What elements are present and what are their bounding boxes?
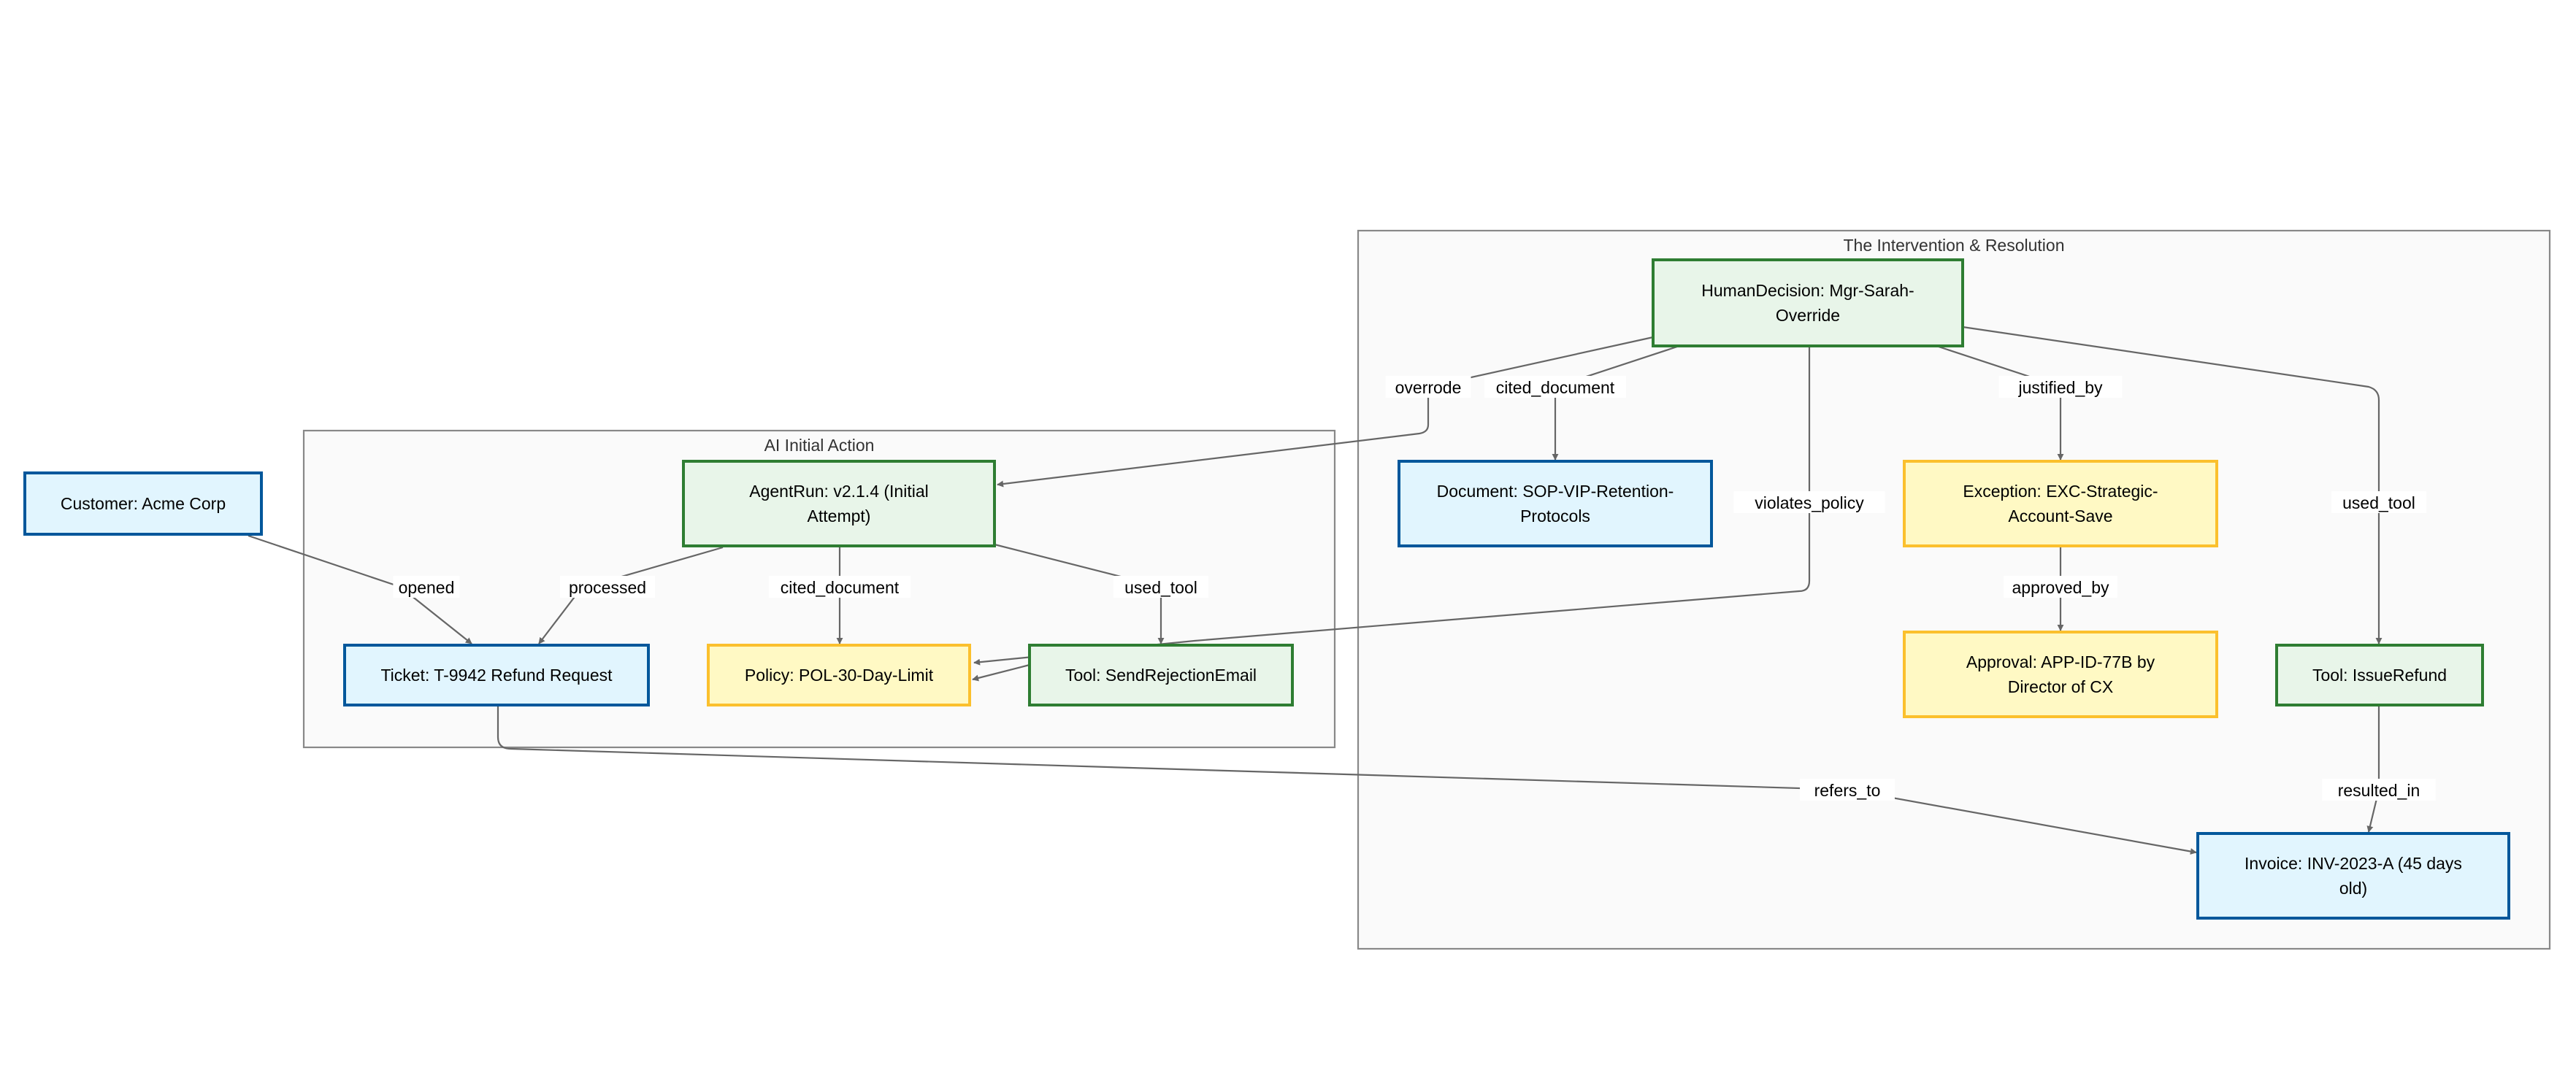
edge-label-background <box>768 576 911 598</box>
node-toolreject[interactable]: Tool: SendRejectionEmail <box>1028 644 1294 706</box>
node-box <box>1398 460 1713 547</box>
cluster-title: The Intervention & Resolution <box>1843 236 2064 255</box>
edge-label-background <box>1113 576 1208 598</box>
edge-label-cited-document: cited_document <box>781 578 900 597</box>
edge-label-background <box>1800 779 1895 801</box>
edge-label-approved-by: approved_by <box>2012 578 2109 597</box>
node-label: Ticket: T-9942 Refund Request <box>380 666 613 685</box>
edge-label-used-tool: used_tool <box>1124 578 1197 597</box>
cluster-title: AI Initial Action <box>764 436 875 455</box>
edge-label-cited-document: cited_document <box>1496 378 1615 397</box>
node-box <box>707 644 971 706</box>
edge-label-background <box>560 576 655 598</box>
node-label: Tool: SendRejectionEmail <box>1065 666 1257 685</box>
edge-label-background <box>1998 376 2123 398</box>
node-invoice[interactable]: Invoice: INV-2023-A (45 days old) <box>2196 832 2510 920</box>
node-box <box>1652 258 1964 347</box>
node-label: Approval: APP-ID-77B by <box>1966 652 2155 671</box>
edge-label-background <box>1385 376 1471 398</box>
edge-label-justified-by: justified_by <box>2017 378 2103 397</box>
edge-label-background <box>1484 376 1627 398</box>
node-toolrefund[interactable]: Tool: IssueRefund <box>2275 644 2484 706</box>
node-label: Director of CX <box>2008 677 2113 696</box>
node-label: Account-Save <box>2008 507 2112 525</box>
cluster-box <box>1357 229 2551 950</box>
node-label: Attempt) <box>808 507 871 525</box>
node-human[interactable]: HumanDecision: Mgr-Sarah- Override <box>1652 258 1964 347</box>
edge-human-to-toolrefund <box>1962 326 2383 644</box>
edge-human-to-agentrun <box>997 336 1654 488</box>
edge-label-processed: processed <box>569 578 646 597</box>
edge-human-to-toolreject <box>973 347 1811 666</box>
node-approval[interactable]: Approval: APP-ID-77B by Director of CX <box>1903 631 2218 718</box>
node-label: AgentRun: v2.1.4 (Initial <box>749 482 928 501</box>
node-box <box>1903 631 2218 718</box>
node-box <box>343 644 650 706</box>
edge-label-background <box>1733 491 1885 513</box>
node-customer[interactable]: Customer: Acme Corp <box>23 471 263 536</box>
node-box <box>23 471 263 536</box>
node-box <box>2275 644 2484 706</box>
node-box <box>1903 460 2218 547</box>
node-label: Protocols <box>1520 507 1590 525</box>
node-label: Invoice: INV-2023-A (45 days <box>2245 854 2462 873</box>
node-document[interactable]: Document: SOP-VIP-Retention- Protocols <box>1398 460 1713 547</box>
edge-ticket-to-invoice <box>497 706 2197 855</box>
node-label: Customer: Acme Corp <box>61 494 226 513</box>
node-policy[interactable]: Policy: POL-30-Day-Limit <box>707 644 971 706</box>
node-ticket[interactable]: Ticket: T-9942 Refund Request <box>343 644 650 706</box>
node-exception[interactable]: Exception: EXC-Strategic- Account-Save <box>1903 460 2218 547</box>
node-label: Override <box>1776 306 1840 325</box>
node-label: Document: SOP-VIP-Retention- <box>1437 482 1674 501</box>
node-label: HumanDecision: Mgr-Sarah- <box>1701 281 1914 300</box>
edge-label-refers-to: refers_to <box>1814 781 1881 800</box>
node-label: Exception: EXC-Strategic- <box>1963 482 2158 501</box>
edge-label-overrode: overrode <box>1395 378 1462 397</box>
node-label: Policy: POL-30-Day-Limit <box>745 666 934 685</box>
edge-label-violates-policy: violates_policy <box>1755 493 1864 512</box>
edge-label-resulted-in: resulted_in <box>2338 781 2420 800</box>
node-box <box>1028 644 1294 706</box>
node-label: old) <box>2339 879 2367 898</box>
node-label: Tool: IssueRefund <box>2312 666 2447 685</box>
edge-label-used-tool: used_tool <box>2342 493 2415 512</box>
edge-label-background <box>2331 491 2426 513</box>
node-box <box>682 460 996 547</box>
edge-label-opened: opened <box>399 578 455 597</box>
cluster-resolution: The Intervention & Resolution <box>1357 229 2551 950</box>
edge-label-background <box>2322 779 2436 801</box>
edge-toolreject-to-policy <box>972 663 1030 682</box>
edge-label-background <box>2004 576 2117 598</box>
edge-label-background <box>393 576 460 598</box>
node-box <box>2196 832 2510 920</box>
